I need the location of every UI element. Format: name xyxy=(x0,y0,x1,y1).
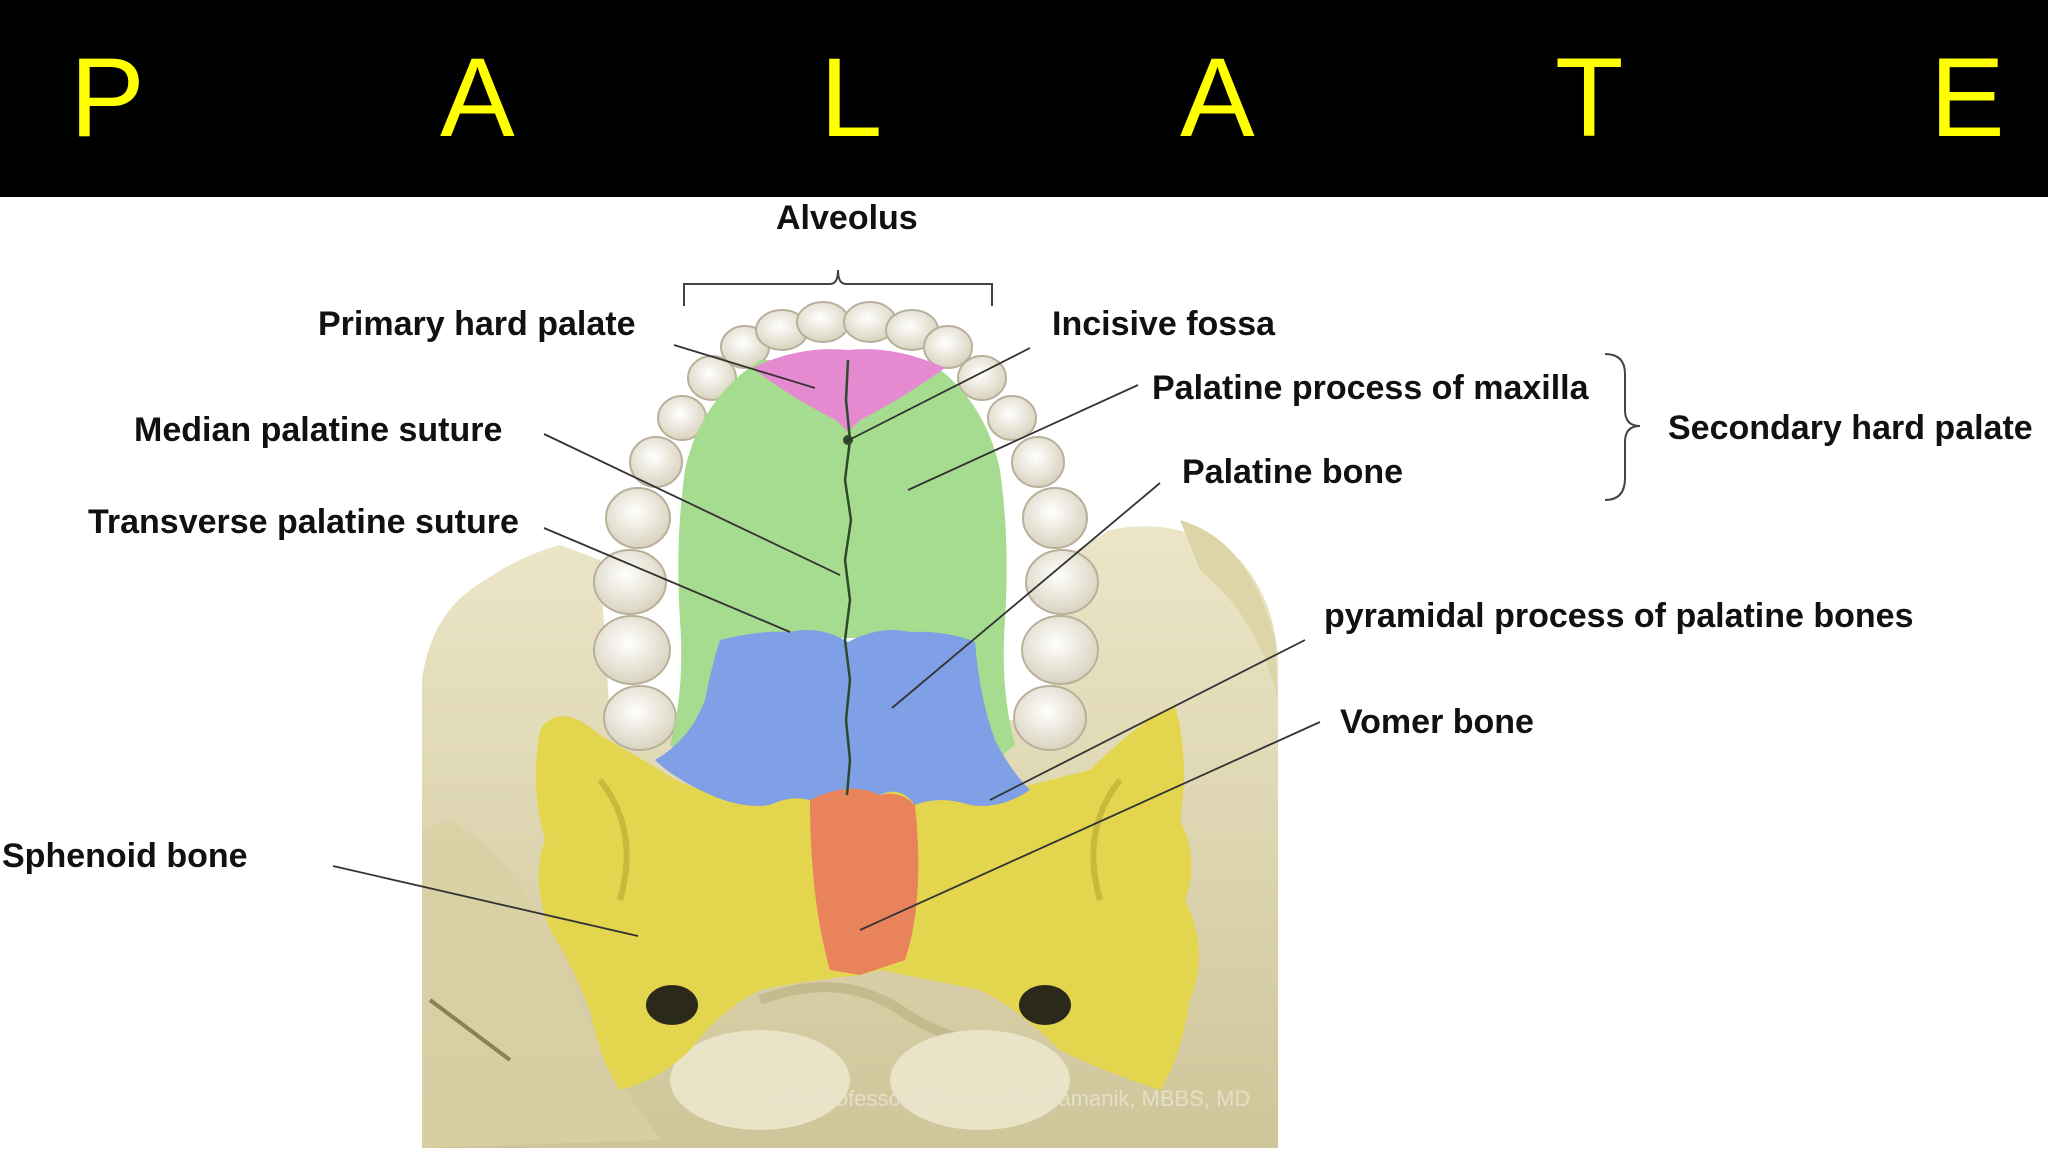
author-credit: Ast Professor(Dr) Asutosh Pramanik, MBBS… xyxy=(776,1086,1251,1111)
alveolus-bracket xyxy=(683,269,993,306)
vomer-bone-region xyxy=(810,788,919,975)
label-incisive-fossa: Incisive fossa xyxy=(1052,305,1276,343)
label-pyramidal-process: pyramidal process of palatine bones xyxy=(1324,597,1914,635)
palatine-bone-region xyxy=(655,629,1030,806)
title-letter-p: P xyxy=(70,35,145,160)
label-palatine-process-maxilla: Palatine process of maxilla xyxy=(1152,369,1589,407)
title-letter-t: T xyxy=(1555,35,1624,160)
label-median-palatine-suture: Median palatine suture xyxy=(134,411,503,449)
title-letter-a2: A xyxy=(1180,35,1255,160)
label-vomer-bone: Vomer bone xyxy=(1340,703,1534,741)
label-alveolus: Alveolus xyxy=(776,199,918,237)
title-letter-e: E xyxy=(1930,35,2005,160)
leader-lines xyxy=(332,344,1321,937)
title-letter-a1: A xyxy=(440,35,515,160)
teeth-arch xyxy=(593,301,1099,751)
label-secondary-hard-palate: Secondary hard palate xyxy=(1668,409,2033,447)
palate-diagram xyxy=(332,269,1641,1148)
label-transverse-palatine-suture: Transverse palatine suture xyxy=(88,503,519,541)
secondary-hard-palate-bracket xyxy=(1604,353,1641,501)
maxilla-palatine-process-region xyxy=(670,360,1015,765)
median-palatine-suture-line xyxy=(843,359,853,796)
label-palatine-bone: Palatine bone xyxy=(1182,453,1404,491)
title-letter-l: L xyxy=(820,35,883,160)
label-primary-hard-palate: Primary hard palate xyxy=(318,305,636,343)
label-sphenoid-bone: Sphenoid bone xyxy=(2,837,248,875)
title-bar: P A L A T E xyxy=(0,0,2048,197)
primary-hard-palate-region xyxy=(752,349,945,432)
